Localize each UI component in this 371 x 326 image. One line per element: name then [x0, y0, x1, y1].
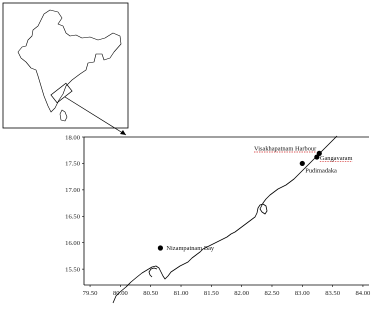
site-marker — [157, 245, 164, 251]
nizampatnam-spit — [148, 267, 158, 278]
coastline — [112, 135, 338, 304]
y-tick-label: 16.00 — [65, 240, 81, 247]
x-tick-label: 81.00 — [174, 290, 190, 297]
x-tick-label: 82.00 — [234, 290, 250, 297]
y-tick-label: 17.00 — [65, 187, 81, 194]
x-tick-label: 80.50 — [143, 290, 159, 297]
x-tick-label: 80.00 — [113, 290, 129, 297]
x-tick-label: 79.50 — [83, 290, 99, 297]
x-tick-label: 81.50 — [204, 290, 220, 297]
y-tick-label: 16.50 — [65, 214, 81, 221]
site-marker — [314, 154, 320, 160]
study-area-box — [50, 82, 73, 104]
x-tick-label: 82.50 — [265, 290, 281, 297]
site-marker — [316, 150, 322, 156]
inset-map — [2, 2, 129, 136]
inset-pointer-line — [64, 96, 127, 136]
x-tick-label: 83.50 — [325, 290, 341, 297]
y-tick-label: 17.50 — [65, 161, 81, 168]
site-label: Nizampatnam Bay — [166, 245, 215, 252]
india-outline — [17, 9, 122, 113]
site-label: Gangavaram — [320, 155, 353, 162]
x-tick-label: 84.00 — [356, 290, 371, 297]
y-axis-ticks: 18.00 17.50 17.00 16.50 16.00 15.50 — [65, 134, 84, 273]
sri-lanka-outline — [59, 109, 68, 122]
y-tick-label: 18.00 — [65, 134, 81, 141]
main-map: 18.00 17.50 17.00 16.50 16.00 15.50 79.50 80.0… — [65, 134, 371, 304]
inset-pointer-arrowhead — [120, 130, 126, 135]
x-tick-label: 83.00 — [295, 290, 311, 297]
site-marker — [299, 160, 305, 167]
site-markers: Visakhapatnam HarbourGangavaramPudimadak… — [157, 145, 353, 252]
site-label: Visakhapatnam Harbour — [254, 145, 317, 152]
site-label: Pudimadaka — [305, 167, 337, 174]
x-axis-ticks: 79.50 80.00 80.50 81.00 81.50 82.00 82.50 83.00… — [83, 285, 371, 297]
y-tick-label: 15.50 — [65, 266, 81, 273]
